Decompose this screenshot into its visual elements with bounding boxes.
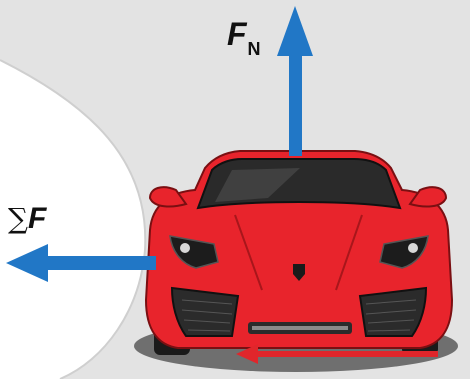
net-force-arrow <box>6 244 156 282</box>
normal-force-subscript: N <box>248 39 261 59</box>
normal-force-label: FN <box>227 18 260 50</box>
left-headlight-lamp <box>180 243 190 253</box>
net-force-label: ∑F <box>8 204 46 234</box>
splitter-trim <box>252 326 348 330</box>
net-force-sigma: ∑ <box>8 202 28 235</box>
normal-force-symbol: F <box>227 16 247 52</box>
right-headlight-lamp <box>408 243 418 253</box>
net-force-symbol: F <box>28 202 46 235</box>
